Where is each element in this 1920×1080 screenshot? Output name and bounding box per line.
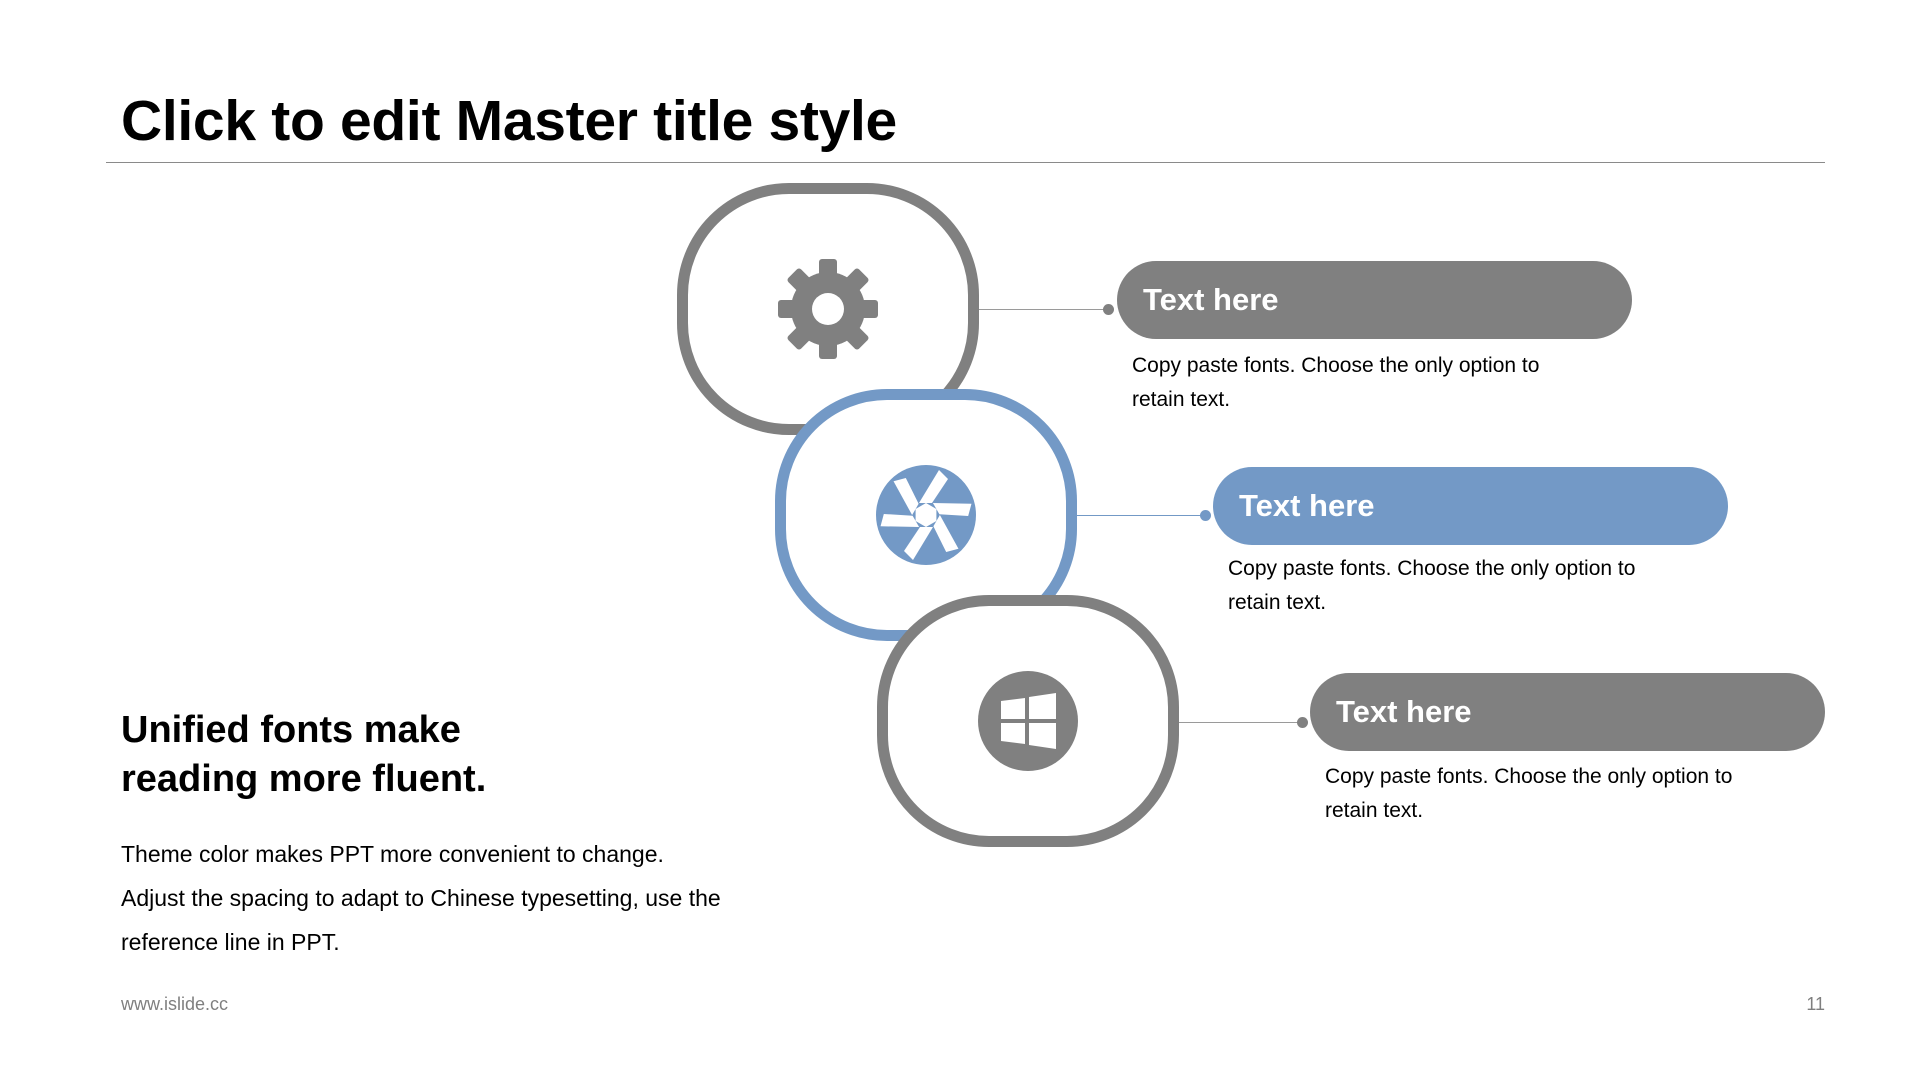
description-2-line-2: retain text. — [1228, 591, 1327, 614]
connector-line-3 — [1179, 722, 1303, 723]
section-heading-line-1: Unified fonts make — [121, 709, 461, 751]
windows-logo-icon — [978, 671, 1078, 771]
description-3: Copy paste fonts. Choose the only option… — [1325, 760, 1785, 828]
section-heading-line-2: reading more fluent. — [121, 758, 487, 800]
connector-line-1 — [979, 309, 1109, 310]
description-2: Copy paste fonts. Choose the only option… — [1228, 552, 1688, 620]
description-3-line-1: Copy paste fonts. Choose the only option… — [1325, 765, 1733, 788]
description-1-line-2: retain text. — [1132, 388, 1231, 411]
icon-ring-3[interactable] — [877, 595, 1179, 847]
connector-dot-1 — [1103, 304, 1114, 315]
pill-label-3: Text here — [1336, 694, 1472, 729]
body-line-2: Adjust the spacing to adapt to Chinese t… — [121, 885, 721, 911]
slide-title[interactable]: Click to edit Master title style — [121, 89, 897, 153]
icon-ring-1[interactable] — [677, 183, 979, 435]
connector-dot-2 — [1200, 510, 1211, 521]
title-divider — [106, 162, 1825, 163]
pill-label-2: Text here — [1239, 488, 1375, 523]
description-3-line-2: retain text. — [1325, 799, 1424, 822]
section-heading[interactable]: Unified fonts make reading more fluent. — [121, 706, 681, 804]
camera-aperture-icon — [876, 465, 976, 565]
body-line-3: reference line in PPT. — [121, 929, 340, 955]
body-line-1: Theme color makes PPT more convenient to… — [121, 841, 664, 867]
description-2-line-1: Copy paste fonts. Choose the only option… — [1228, 557, 1636, 580]
page-number: 11 — [1806, 994, 1825, 1014]
pill-label-1: Text here — [1143, 282, 1279, 317]
label-pill-1[interactable]: Text here — [1117, 261, 1632, 339]
connector-line-2 — [1077, 515, 1206, 516]
label-pill-2[interactable]: Text here — [1213, 467, 1728, 545]
footer-url: www.islide.cc — [121, 994, 229, 1014]
description-1: Copy paste fonts. Choose the only option… — [1132, 349, 1592, 417]
label-pill-3[interactable]: Text here — [1310, 673, 1825, 751]
body-paragraph[interactable]: Theme color makes PPT more convenient to… — [121, 832, 821, 964]
description-1-line-1: Copy paste fonts. Choose the only option… — [1132, 354, 1540, 377]
connector-dot-3 — [1297, 717, 1308, 728]
gear-icon — [778, 259, 878, 359]
